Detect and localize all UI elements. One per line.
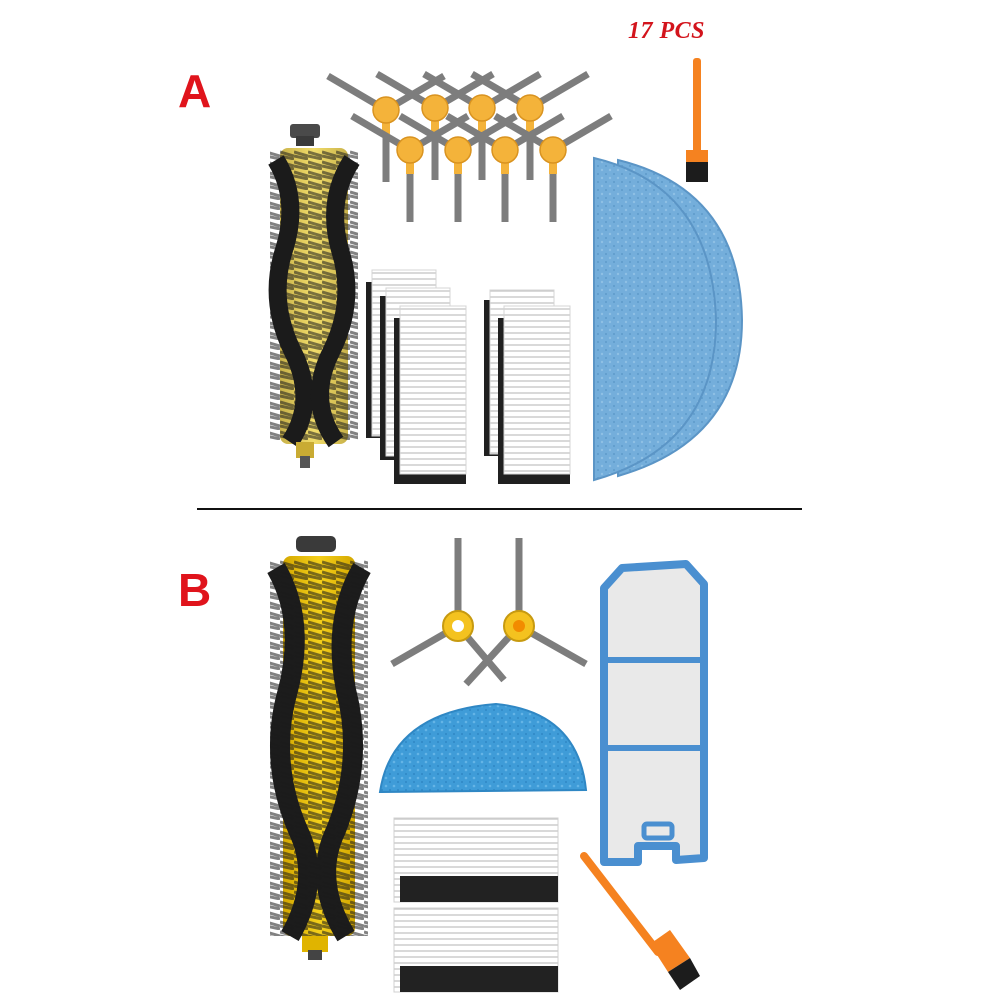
roller-brush-icon — [268, 124, 360, 468]
dust-bin-filter-icon — [600, 560, 708, 866]
kit-b-label: B — [178, 564, 212, 616]
section-divider — [197, 508, 802, 510]
mop-pad-icon — [378, 702, 588, 794]
side-brush-icon — [390, 538, 507, 683]
side-brush-icon — [463, 538, 588, 687]
mop-pad-icon — [593, 156, 744, 482]
cleaning-tool-icon — [580, 852, 700, 990]
hepa-filter-icon — [393, 817, 559, 993]
hepa-filter-icon — [484, 289, 571, 484]
piece-count-badge: 17 PCS — [628, 18, 706, 44]
hepa-filter-icon — [366, 269, 467, 484]
roller-brush-icon — [267, 536, 371, 960]
cleaning-tool-icon — [686, 58, 708, 182]
kit-a-label: A — [178, 65, 212, 117]
